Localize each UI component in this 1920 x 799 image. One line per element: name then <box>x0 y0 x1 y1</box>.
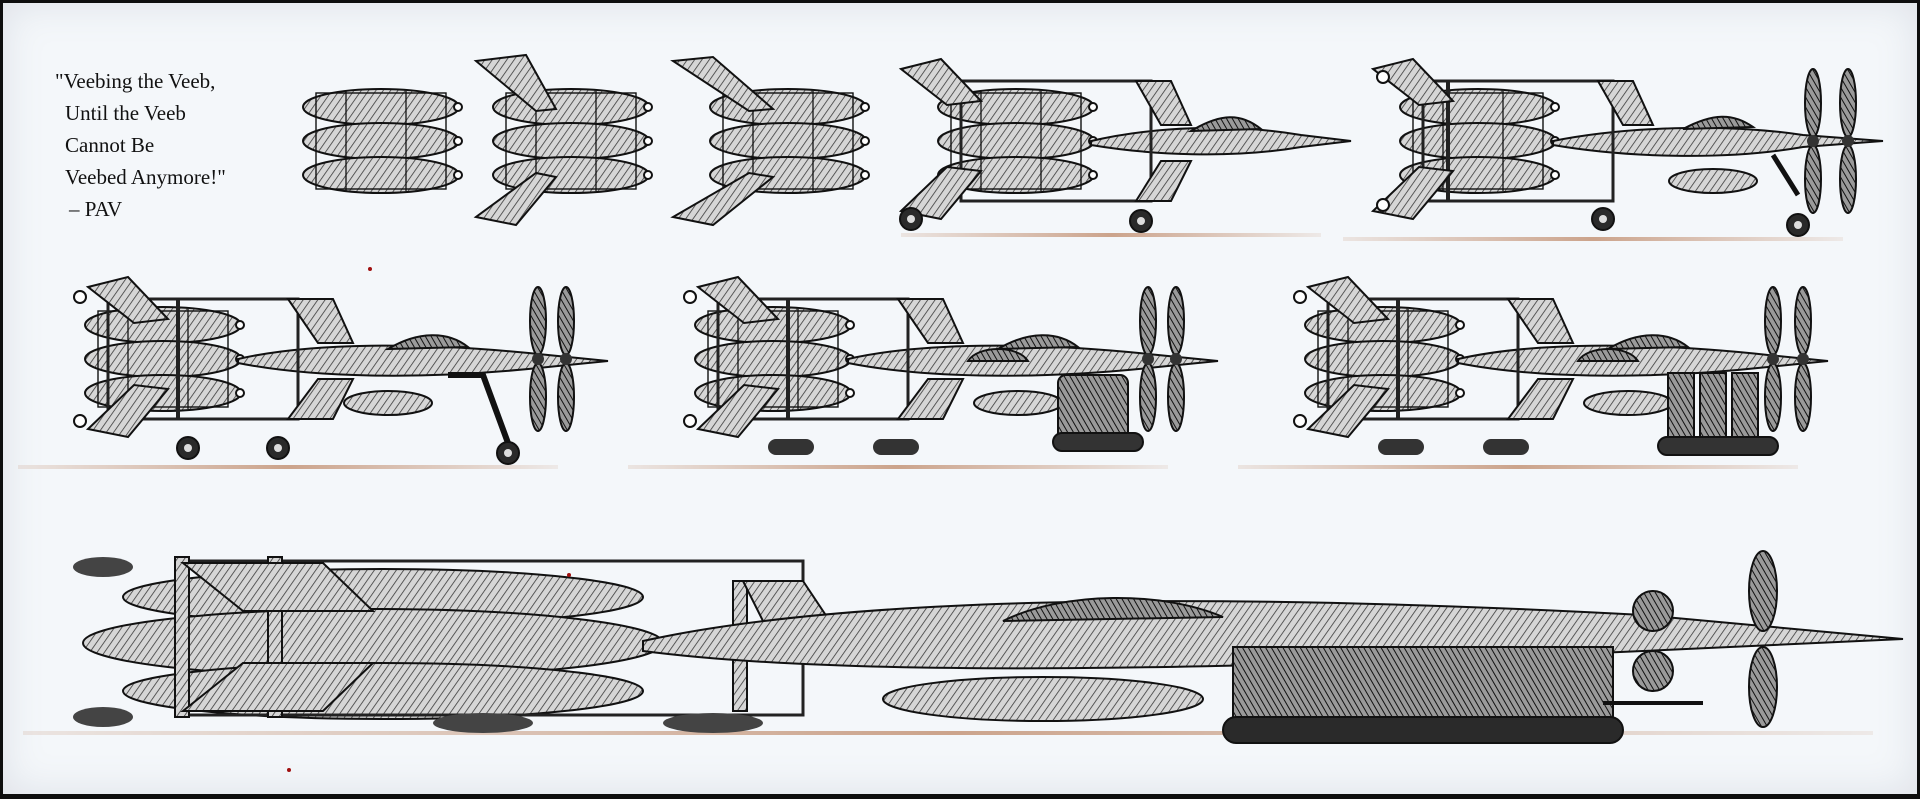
jet-aircraft-stage <box>899 58 1352 237</box>
engine-pod-with-fins-stage <box>473 53 653 227</box>
engine-pod-with-swept-fins-stage <box>670 55 870 227</box>
evolution-illustration <box>18 53 1904 772</box>
quote-line-3: Cannot Be <box>65 133 155 157</box>
multi-track-aircraft-stage <box>1238 277 1828 469</box>
quote-line-2: Until the Veeb <box>65 101 186 125</box>
engine-pod-stage <box>302 88 463 194</box>
wheeled-aircraft-stage <box>18 277 608 469</box>
quote-line-1: "Veebing the Veeb, <box>55 69 216 93</box>
quote-line-4: Veebed Anymore!" <box>65 165 226 189</box>
sketch-sheet: "Veebing the Veeb, Until the Veeb Cannot… <box>3 3 1917 794</box>
quote-block: "Veebing the Veeb, Until the Veeb Cannot… <box>55 65 295 225</box>
tracked-aircraft-stage <box>628 277 1218 469</box>
long-tracked-aircraft-stage <box>23 550 1904 744</box>
quote-attribution: – PAV <box>69 197 123 221</box>
propeller-aircraft-stage <box>1343 58 1884 241</box>
